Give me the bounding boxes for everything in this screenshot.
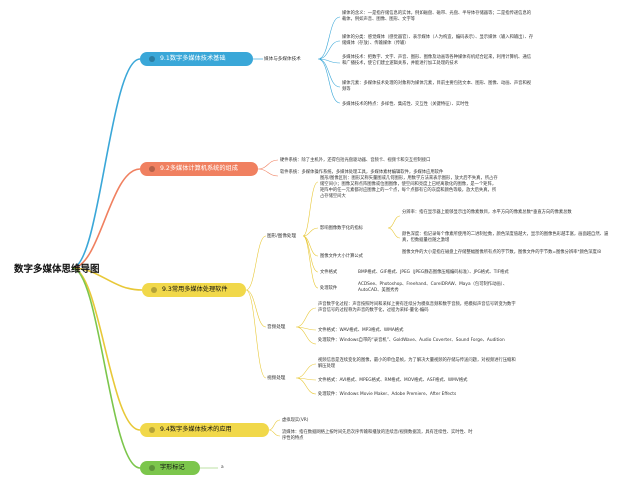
topic-dot-icon (149, 427, 155, 433)
node-image-formats[interactable]: 文件格式 (320, 270, 338, 275)
edge-t3-a (295, 307, 317, 345)
topic-9-4[interactable]: 9.4数字多媒体技术的应用 (140, 423, 269, 437)
edge-t3-v (295, 363, 317, 395)
node-color-depth[interactable]: 颜色深度：指记录每个像素所使用的二进制位数，颜色深度值越大，显示的图像色彩越丰富… (402, 232, 609, 244)
edge-root-t3 (71, 267, 143, 291)
topic-dot-icon (149, 465, 155, 471)
node-video-info[interactable]: 视频信息是连续变化的图像，最小的单位是帧，为了解决大量视频的存储与传送问题，对视… (318, 358, 516, 370)
node-resolution[interactable]: 分辨率：指在显示器上能够显示出的像素数目，水平方向的像素总数*垂直方向的像素总数 (402, 210, 572, 215)
node-multimedia-tech[interactable]: 多媒体技术：把数字、文字、声音、图形、图像及动画等各种媒体有机结合起来，利用计算… (342, 55, 532, 67)
node-media-elements[interactable]: 媒体元素：多媒体技术处理的对象称为媒体元素，目前主要包括文本、图形、图像、动画、… (342, 81, 532, 93)
node-formula-text[interactable]: 图像文件的大小是指在磁盘上存储整幅图像所有点的字节数，图像文件的字节数=图像分辨… (402, 250, 601, 255)
edge-root-t5 (71, 267, 141, 469)
edge-root-t1 (71, 58, 141, 269)
edge-t3-quality (387, 215, 401, 239)
node-graphics-processing[interactable]: 图形/图像处理 (267, 234, 297, 239)
node-audio-formats[interactable]: 文件格式：WAV格式、MP3格式、WMA格式 (318, 328, 404, 333)
node-virtual-reality[interactable]: 虚拟现实(VR) (282, 418, 309, 423)
node-image-formats-text[interactable]: BMP格式、GIF格式、JPEG（JPEG静态图像压缩编码标准）、JPG格式、T… (358, 270, 509, 275)
topic-9-2[interactable]: 9.2多媒体计算机系统的组成 (140, 162, 258, 176)
node-audio-software[interactable]: 处理软件：Windows自带的“录音机”、GoldWave、Audio Cove… (318, 338, 505, 343)
topic-dot-icon (149, 56, 155, 62)
node-media-types[interactable]: 媒体的分类：感觉媒体（感觉器官）、表示媒体（人为构造，编码表示）、显示媒体（输入… (342, 35, 534, 47)
edge-t3-subs (245, 235, 267, 379)
edge-root-t2 (71, 168, 141, 269)
node-media-meaning[interactable]: 媒体的含义：一是指存储信息的实体，例如磁盘、磁带、光盘、半导体存储器等；二是指传… (342, 11, 532, 23)
node-tech-features[interactable]: 多媒体技术的特点：多样性、集成性、交互性（关键特征）、实时性 (342, 102, 469, 107)
node-image-software[interactable]: 处理软件 (320, 286, 338, 291)
node-video-formats[interactable]: 文件格式：AVI格式、MPEG格式、RM格式、MOV格式、ASF格式、WMV格式 (318, 378, 468, 383)
edge-root-t4 (71, 267, 141, 431)
topic-9-1[interactable]: 9.1数字多媒体技术基础 (140, 52, 253, 66)
node-video-processing[interactable]: 视频处理 (267, 376, 286, 381)
node-glyph-a[interactable]: a (221, 465, 224, 470)
node-quality-index[interactable]: 影响图像数字化的指标 (320, 226, 363, 231)
edge-t1-items (317, 16, 341, 104)
node-video-software[interactable]: 处理软件：Windows Movie Maker、Adobe Premiere、… (318, 392, 457, 397)
topic-label: 9.3常用多媒体处理软件 (162, 286, 228, 293)
topic-dot-icon (151, 287, 157, 293)
topic-label: 字形标记 (160, 464, 185, 471)
node-audio-digitization[interactable]: 声音数字化过程：声音按照时间和采样上要有连续分为模拟音频和数字音频，把模拟声音信… (318, 302, 516, 314)
node-audio-processing[interactable]: 音频处理 (267, 325, 286, 330)
node-image-software-text[interactable]: ACDSee、Photoshop、Freehand、CorelDRAW、Maya… (358, 282, 508, 294)
edge-t4-items (268, 419, 281, 437)
node-software[interactable]: 软件系统：多媒体操作系统，多媒体处理工具，多媒体素材编辑软件，多媒体应用软件 (280, 170, 444, 175)
topic-9-3[interactable]: 9.3常用多媒体处理软件 (142, 283, 246, 297)
edge-t3-g (302, 181, 319, 289)
root-topic[interactable]: 数字多媒体思维导图 (14, 264, 100, 275)
node-hardware[interactable]: 硬件系统：除了主机外，还得包括光盘驱动器、音频卡、视频卡和交互控制接口 (280, 158, 431, 163)
topic-label: 9.4数字多媒体技术的应用 (160, 426, 232, 433)
edge-t2-items (257, 159, 279, 177)
topic-dot-icon (149, 166, 155, 172)
topic-label: 9.1数字多媒体技术基础 (160, 55, 226, 62)
node-file-size-formula[interactable]: 图像文件大小计算公式 (320, 254, 363, 259)
topic-glyph-mark[interactable]: 字形标记 (140, 461, 200, 475)
topic-label: 9.2多媒体计算机系统的组成 (160, 165, 238, 172)
node-graphics-difference[interactable]: 图形/图像区别：图形又称矢量图或几何图形，用数学方法来表示图形，放大后不失真，所… (320, 176, 498, 200)
node-media-and-tech[interactable]: 媒体与多媒体技术 (264, 57, 301, 62)
node-streaming-media[interactable]: 流媒体：指在数据网络上按时间先后次序传输和播放的连续音/视频数据流，具有连续性、… (282, 430, 473, 442)
